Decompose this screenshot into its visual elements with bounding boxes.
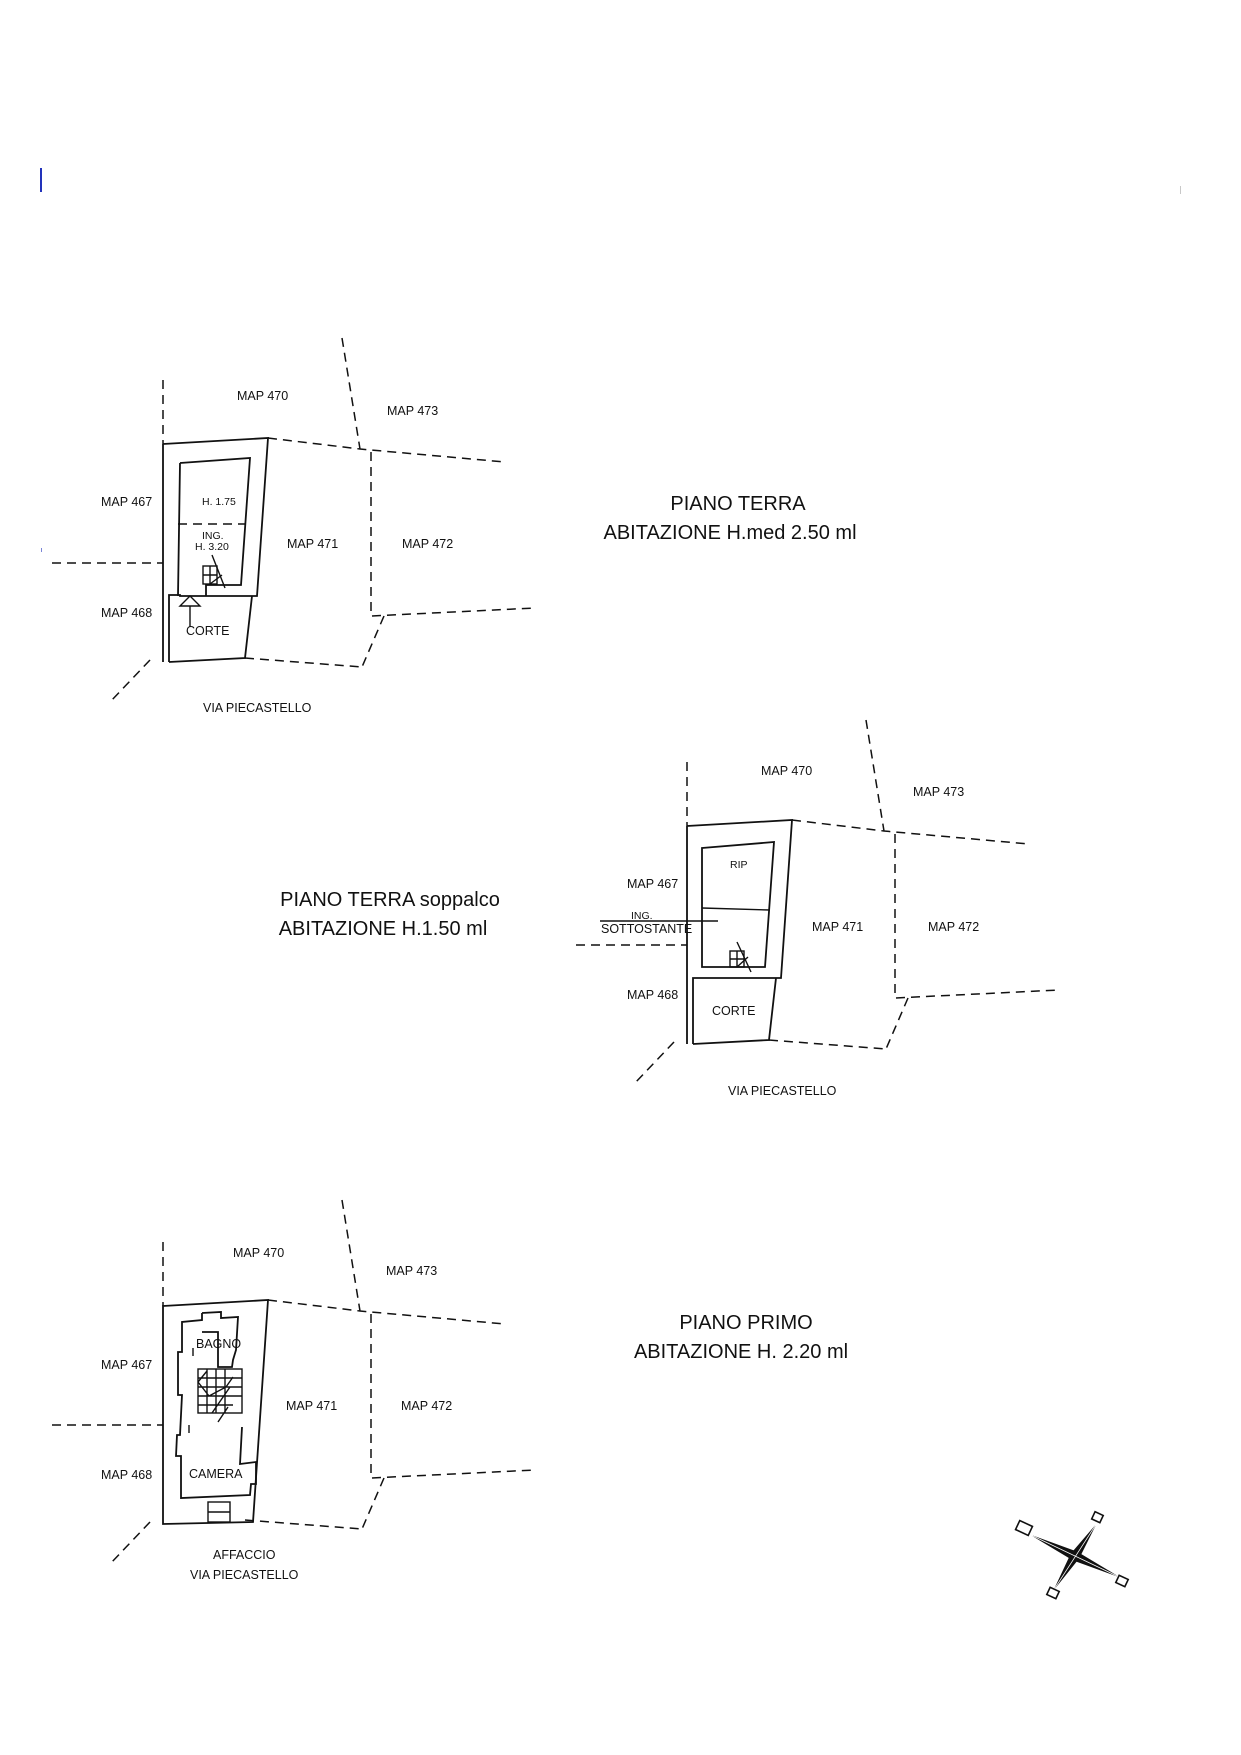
compass-letter-n: [1014, 1519, 1034, 1537]
door-mark: [188, 1348, 194, 1433]
margin-mark-right: [1180, 186, 1181, 194]
building-outline: [686, 819, 793, 1045]
entrance-below-label: ING.: [631, 910, 653, 922]
parcel-label: MAP 472: [402, 537, 453, 551]
room-label-bedroom: CAMERA: [189, 1467, 243, 1481]
parcel-boundaries: [51, 1199, 536, 1565]
room-label-bathroom: BAGNO: [196, 1337, 241, 1351]
entrance-arrow-icon: [178, 595, 202, 627]
plan-subtitle: ABITAZIONE H.med 2.50 ml: [603, 522, 856, 544]
parcel-label: MAP 472: [401, 1399, 452, 1413]
parcel-label: MAP 467: [101, 1358, 152, 1372]
parcel-label: MAP 473: [913, 785, 964, 799]
building-outline: [162, 1299, 269, 1525]
room-height-label: H. 3.20: [195, 541, 229, 553]
street-label: VIA PIECASTELLO: [190, 1568, 299, 1582]
parcel-label: MAP 473: [386, 1264, 437, 1278]
parcel-label: MAP 471: [286, 1399, 337, 1413]
room-outline: [701, 841, 775, 968]
margin-mark-left: [40, 168, 42, 192]
street-label: VIA PIECASTELLO: [203, 701, 312, 715]
plan-title: PIANO PRIMO: [679, 1312, 812, 1334]
compass-letter-e: [1090, 1510, 1105, 1524]
stair-icon: [729, 941, 752, 973]
stair-icon: [197, 1368, 243, 1423]
room-label-storage: RIP: [730, 859, 748, 871]
street-label-affaccio: AFFACCIO: [213, 1548, 276, 1562]
parcel-label: MAP 467: [101, 495, 152, 509]
entrance-below-label: SOTTOSTANTE: [601, 922, 692, 936]
plan-piano-primo: MAP 470 MAP 473 MAP 467 MAP 471 MAP 472 …: [51, 1199, 536, 1582]
parcel-label: MAP 468: [101, 1468, 152, 1482]
plan-piano-terra-soppalco: MAP 470 MAP 473 MAP 467 MAP 471 MAP 472 …: [575, 719, 1060, 1098]
parcel-label: MAP 470: [761, 764, 812, 778]
interior-outline: [175, 1311, 257, 1499]
room-divider: [701, 907, 771, 911]
margin-mark-dot: [41, 548, 42, 552]
room-outline: [177, 457, 251, 597]
street-label: VIA PIECASTELLO: [728, 1084, 837, 1098]
plan-title: PIANO TERRA: [670, 493, 806, 515]
compass-letter-s: [1114, 1574, 1130, 1588]
parcel-label: MAP 470: [233, 1246, 284, 1260]
room-label-courtyard: CORTE: [186, 624, 230, 638]
parcel-label: MAP 472: [928, 920, 979, 934]
plan-piano-terra: MAP 470 MAP 473 MAP 467 MAP 471 MAP 472 …: [51, 337, 857, 715]
parcel-label: MAP 473: [387, 404, 438, 418]
room-label-courtyard: CORTE: [712, 1004, 756, 1018]
compass-rose-icon: [1014, 1510, 1130, 1600]
parcel-label: MAP 470: [237, 389, 288, 403]
building-outline: [162, 437, 269, 663]
room-label-entrance: ING.: [202, 530, 224, 542]
stair-icon: [202, 554, 226, 589]
parcel-label: MAP 471: [287, 537, 338, 551]
plan-subtitle: ABITAZIONE H.1.50 ml: [279, 918, 488, 940]
parcel-label: MAP 467: [627, 877, 678, 891]
parcel-boundaries: [575, 719, 1060, 1085]
parcel-boundaries: [51, 337, 536, 703]
parcel-label: MAP 468: [627, 988, 678, 1002]
compass-letter-w: [1045, 1586, 1061, 1600]
plan-subtitle: ABITAZIONE H. 2.20 ml: [634, 1341, 848, 1363]
parcel-label: MAP 468: [101, 606, 152, 620]
room-height-label: H. 1.75: [202, 496, 236, 508]
parcel-label: MAP 471: [812, 920, 863, 934]
plan-title: PIANO TERRA soppalco: [280, 889, 500, 911]
